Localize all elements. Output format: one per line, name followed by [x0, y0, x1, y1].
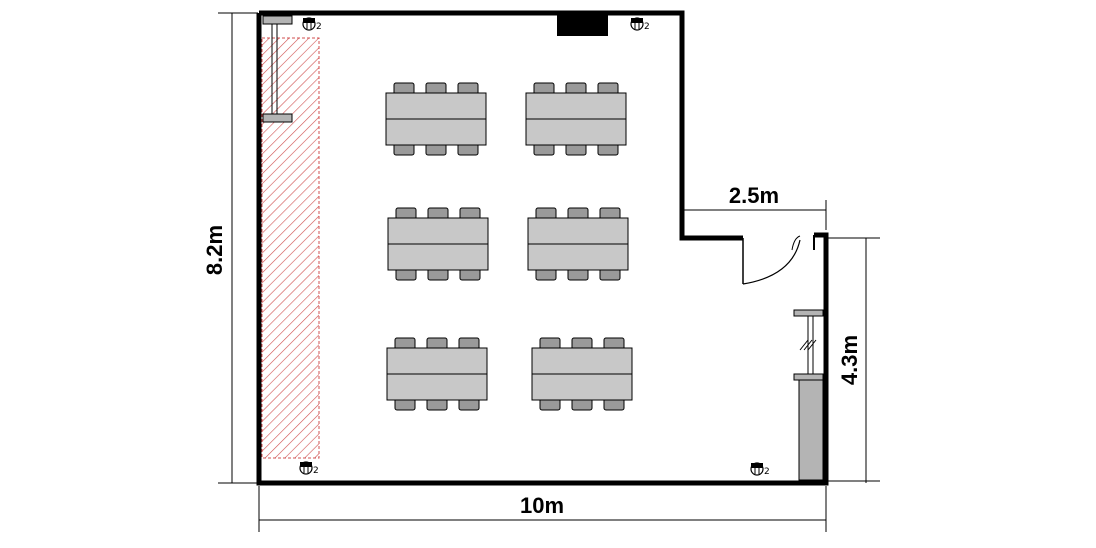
table: [527, 217, 629, 245]
outlet-icon: 2: [299, 461, 319, 476]
table: [527, 243, 629, 271]
table-group: [531, 337, 633, 411]
hatched-zone: [261, 37, 320, 459]
outlet-icon: 2: [302, 17, 322, 32]
wall-rail-fixture: [262, 15, 293, 123]
table-group: [527, 207, 629, 281]
table: [525, 118, 627, 146]
table: [386, 373, 488, 401]
table-group: [386, 337, 488, 411]
table: [531, 347, 633, 375]
table: [385, 92, 487, 120]
outlet-label: 2: [316, 22, 322, 32]
outlet-label: 2: [764, 467, 770, 477]
door: [742, 235, 815, 285]
right-wall-fixture: [793, 309, 824, 481]
table: [386, 347, 488, 375]
table: [387, 243, 489, 271]
outer-wall: [256, 13, 829, 486]
table-group: [385, 82, 487, 156]
outlets: 2 2 2 2: [299, 17, 770, 477]
width-dimension-label: 10m: [520, 493, 564, 518]
outlet-icon: 2: [750, 462, 770, 477]
table: [531, 373, 633, 401]
outlet-label: 2: [644, 22, 650, 32]
table-group: [525, 82, 627, 156]
table-groups: [385, 82, 633, 411]
table: [387, 217, 489, 245]
table-group: [387, 207, 489, 281]
table: [385, 118, 487, 146]
notch-dimension-label: 2.5m: [729, 183, 779, 208]
height-dimension-label: 8.2m: [202, 225, 227, 275]
outlet-icon: 2: [630, 17, 650, 32]
dimension-lines: [218, 12, 880, 532]
right-height-dimension-label: 4.3m: [837, 335, 862, 385]
outer-wall-top: [259, 10, 743, 241]
table: [525, 92, 627, 120]
wall-equipment-box: [557, 14, 608, 36]
outlet-label: 2: [313, 466, 319, 476]
